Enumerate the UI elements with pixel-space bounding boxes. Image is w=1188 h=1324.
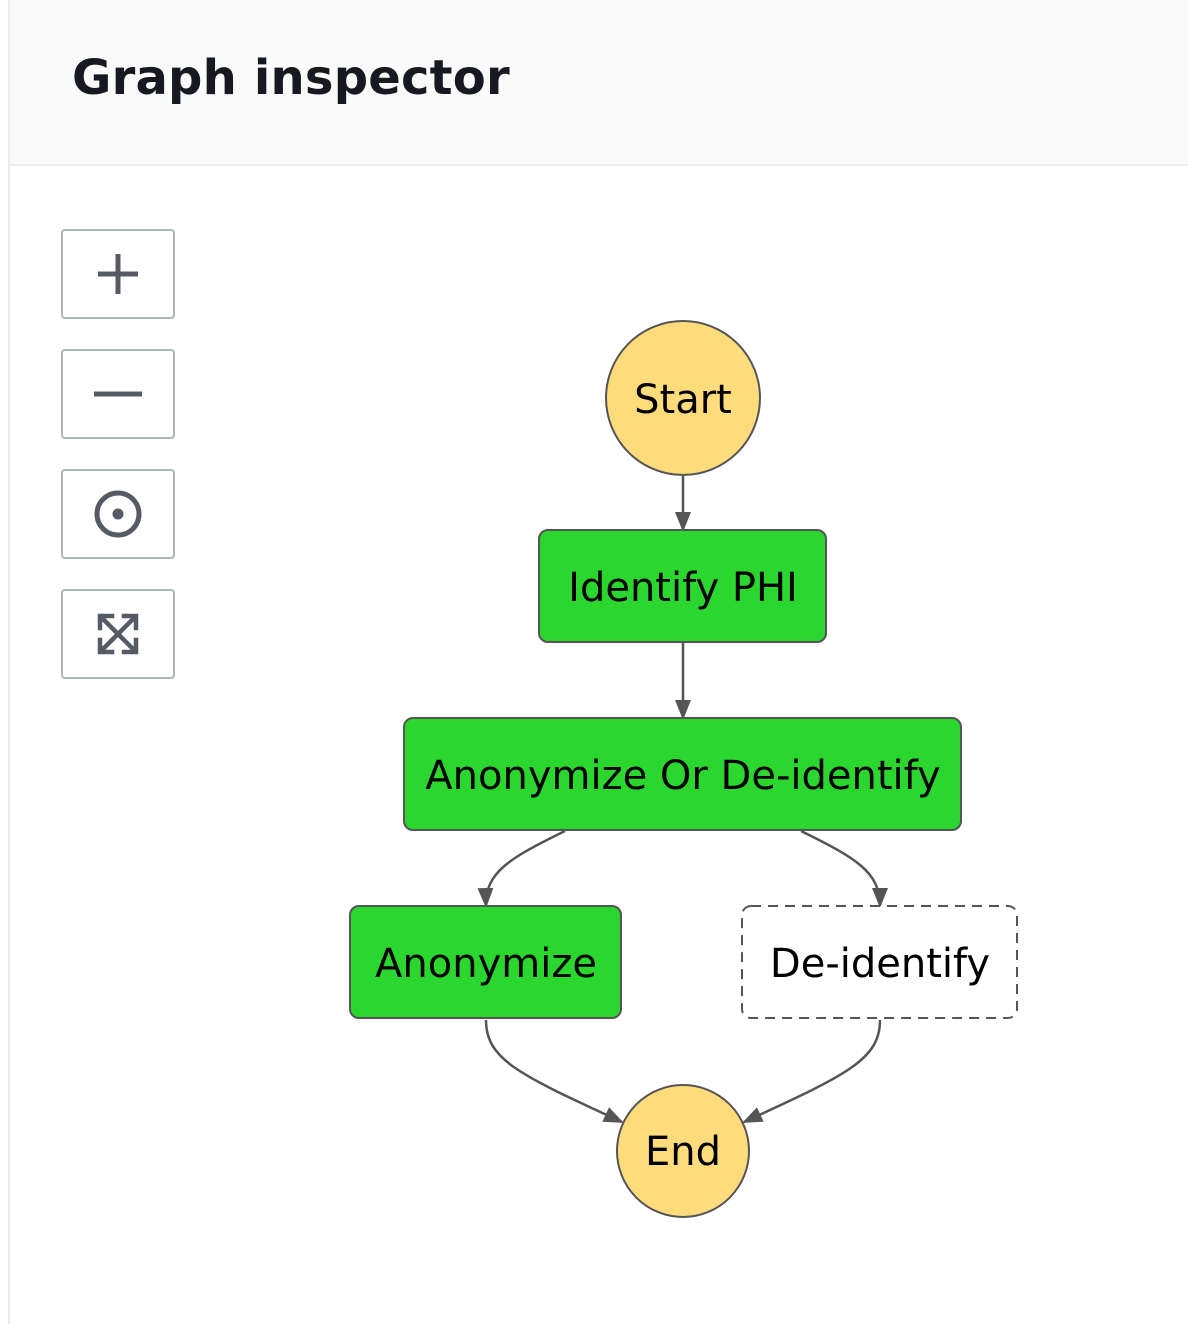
node-choice-label: Anonymize Or De-identify	[425, 753, 940, 799]
edge-anonymize-to-end	[484, 1019, 624, 1124]
target-icon	[94, 490, 142, 538]
node-deidentify[interactable]: De-identify	[741, 905, 1018, 1019]
graph-inspector-panel: Graph inspector	[8, 0, 1188, 1324]
edge-choice-to-anonymize	[477, 829, 566, 908]
zoom-in-button[interactable]	[61, 229, 175, 319]
expand-arrows-icon	[97, 613, 139, 655]
edge-deidentify-to-end	[742, 1019, 882, 1124]
plus-icon	[98, 254, 138, 294]
fit-to-view-button[interactable]	[61, 589, 175, 679]
node-end[interactable]: End	[616, 1084, 750, 1218]
zoom-out-button[interactable]	[61, 349, 175, 439]
minus-icon	[94, 391, 142, 397]
edge-choice-to-deidentify	[800, 829, 888, 908]
node-start-label: Start	[634, 377, 732, 423]
node-start[interactable]: Start	[605, 320, 761, 476]
graph-edges	[477, 476, 888, 1124]
panel-title: Graph inspector	[72, 50, 510, 106]
node-identify-phi-label: Identify PHI	[568, 565, 798, 611]
panel-header: Graph inspector	[10, 0, 1188, 166]
node-anonymize[interactable]: Anonymize	[349, 905, 622, 1019]
node-deidentify-label: De-identify	[770, 941, 990, 987]
node-anonymize-label: Anonymize	[375, 941, 597, 987]
node-anonymize-or-deidentify[interactable]: Anonymize Or De-identify	[403, 717, 962, 831]
node-end-label: End	[645, 1129, 721, 1175]
center-button[interactable]	[61, 469, 175, 559]
node-identify-phi[interactable]: Identify PHI	[538, 529, 827, 643]
